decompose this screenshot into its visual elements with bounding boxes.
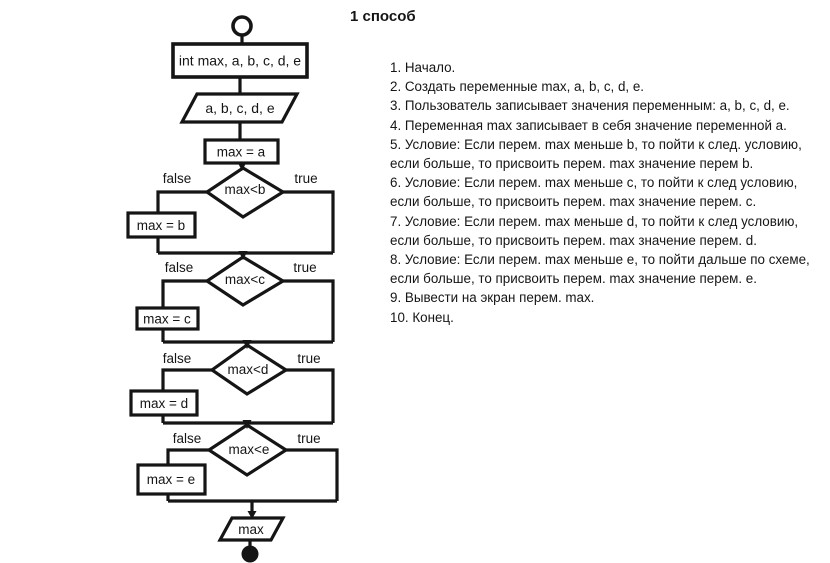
step-line: 3. Пользователь записывает значения пере… xyxy=(390,98,790,114)
arrowhead-into-output xyxy=(247,511,257,519)
flowchart-arrowheads xyxy=(237,162,257,519)
arrowhead-into-d4 xyxy=(242,420,252,429)
step-line: 4. Переменная max записывает в себя знач… xyxy=(390,117,787,133)
decision-4-label: max<e xyxy=(229,442,270,457)
arrowhead-into-d1 xyxy=(237,162,247,171)
output-label: max xyxy=(238,522,264,537)
step-line: если больше, то присвоить перем. max зна… xyxy=(390,194,757,210)
branch-true-1 xyxy=(283,190,335,253)
branch-true-3 xyxy=(286,368,335,423)
false-label-3: false xyxy=(163,351,192,366)
step-line: если больше, то присвоить перем. max зна… xyxy=(390,271,757,287)
step-line: если больше, то присвоить перем. max зна… xyxy=(390,156,754,172)
assign-c-box xyxy=(135,306,200,331)
step-line: 2. Создать переменные max, a, b, c, d, e… xyxy=(390,79,645,95)
arrowhead-into-d3 xyxy=(242,340,252,349)
assign-c-label: max = c xyxy=(143,312,191,327)
end-terminator xyxy=(241,545,259,563)
true-label-2: true xyxy=(293,260,316,275)
decision-1-label: max<b xyxy=(225,182,266,197)
true-label-1: true xyxy=(294,171,317,186)
false-label-2: false xyxy=(165,260,194,275)
decision-diamond-3 xyxy=(209,343,290,396)
assign-b-label: max = b xyxy=(137,218,185,233)
start-terminator xyxy=(231,15,253,37)
true-label-4: true xyxy=(297,431,320,446)
step-line: 9. Вывести на экран перем. max. xyxy=(390,290,595,306)
assign-b-box xyxy=(126,211,197,239)
step-line: если больше, то присвоить перем. max зна… xyxy=(390,232,757,248)
steps-list: 1. Начало. 2. Создать переменные max, a,… xyxy=(390,58,810,327)
true-label-3: true xyxy=(297,351,320,366)
decision-diamond-1 xyxy=(204,166,287,219)
declare-label: int max, a, b, c, d, e xyxy=(179,53,301,69)
branch-true-4 xyxy=(286,448,339,501)
step-line: 8. Условие: Если перем. max меньше e, то… xyxy=(390,252,810,268)
assign-d-box xyxy=(129,389,199,417)
input-label: a, b, c, d, e xyxy=(205,100,274,116)
step-line: 6. Условие: Если перем. max меньше c, то… xyxy=(390,175,798,191)
decision-diamond-2 xyxy=(204,255,287,307)
assign-e-label: max = e xyxy=(147,472,195,487)
assign-a-label: max = a xyxy=(217,145,266,160)
step-line: 7. Условие: Если перем. max меньше d, то… xyxy=(390,213,799,229)
false-label-1: false xyxy=(163,171,192,186)
declare-box xyxy=(171,42,309,79)
arrowhead-into-d2 xyxy=(238,251,248,260)
step-line: 5. Условие: Если перем. max меньше b, то… xyxy=(390,136,802,152)
decision-2-label: max<c xyxy=(225,272,265,287)
assign-d-label: max = d xyxy=(140,396,188,411)
step-line: 10. Конец. xyxy=(390,309,454,325)
branch-true-2 xyxy=(283,279,335,342)
decision-diamond-4 xyxy=(206,423,289,477)
decision-3-label: max<d xyxy=(228,362,269,377)
input-parallelogram xyxy=(179,92,300,124)
false-label-4: false xyxy=(173,431,202,446)
flowchart-svg: int max, a, b, c, d, e a, b, c, d, e max… xyxy=(126,15,339,563)
step-line: 1. Начало. xyxy=(390,60,456,75)
output-parallelogram xyxy=(217,516,286,542)
assign-e-box xyxy=(136,463,207,496)
page-title: 1 способ xyxy=(350,8,416,25)
